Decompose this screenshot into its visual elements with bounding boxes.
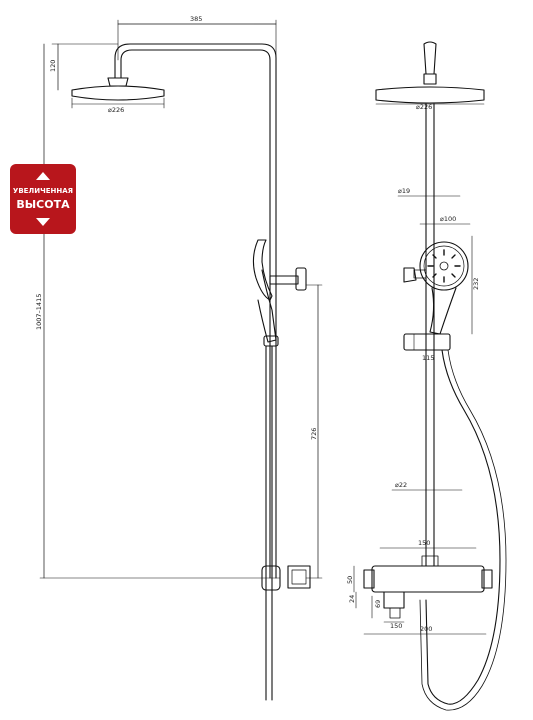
slider-front <box>403 333 451 351</box>
head-connector <box>107 77 129 87</box>
front-view: ⌀226 ⌀19 ⌀100 232 <box>346 41 507 711</box>
holder-bracket-front <box>403 267 417 283</box>
slider-holder-knob <box>295 267 307 291</box>
front-dim-150-top: 150 <box>418 539 430 547</box>
wall-bracket-side <box>261 565 281 591</box>
front-dim-200: 200 <box>420 625 432 633</box>
rain-shower-head-side <box>71 85 165 101</box>
hand-shower-handle-front <box>429 287 457 335</box>
front-dim-19: ⌀19 <box>398 187 410 195</box>
thermostatic-mixer <box>371 565 485 593</box>
badge-line2: ВЫСОТА <box>16 198 70 211</box>
front-dim-115: 115 <box>422 354 434 362</box>
front-dim-69: 69 <box>374 600 382 608</box>
front-dim-150-bottom: 150 <box>390 622 402 630</box>
shower-hose <box>425 349 501 705</box>
dim-total-height-label: 1007–1415 <box>35 294 43 330</box>
hand-shower-handle <box>257 269 277 343</box>
arrow-up-icon <box>36 172 50 180</box>
front-dim-226: ⌀226 <box>416 103 432 111</box>
dim-head-dia-label: ⌀226 <box>108 106 124 114</box>
overhead-arm <box>114 43 277 579</box>
mixer-right-knob <box>481 569 493 589</box>
badge-background <box>10 164 76 234</box>
badge-line1: УВЕЛИЧЕННАЯ <box>13 187 73 195</box>
height-badge: УВЕЛИЧЕННАЯ ВЫСОТА <box>10 164 76 234</box>
hand-shower-face <box>419 241 469 291</box>
side-view: 385 120 1007–1415 ⌀226 726 <box>35 15 323 701</box>
hand-shower-nozzles <box>427 249 461 283</box>
spout <box>383 591 405 609</box>
dim-120-label: 120 <box>49 60 57 72</box>
mixer-body-side <box>287 565 311 589</box>
head-joint-front <box>423 73 437 85</box>
front-dim-232: 232 <box>472 278 480 290</box>
dim-726-label: 726 <box>310 428 318 440</box>
front-dim-100: ⌀100 <box>440 215 456 223</box>
slider-clamp <box>263 335 279 347</box>
rain-shower-head-front <box>375 86 485 104</box>
slider-holder-arm <box>269 275 299 285</box>
arrow-down-icon <box>36 218 50 226</box>
hand-shower-side <box>252 239 273 301</box>
front-dim-22: ⌀22 <box>395 481 407 489</box>
dim-385-label: 385 <box>190 15 202 23</box>
pipe-top-cap <box>423 41 437 75</box>
front-dim-50: 50 <box>346 576 354 584</box>
mixer-left-knob <box>363 569 375 589</box>
front-dim-24: 24 <box>348 595 356 603</box>
overhead-arm-inner <box>120 49 271 579</box>
